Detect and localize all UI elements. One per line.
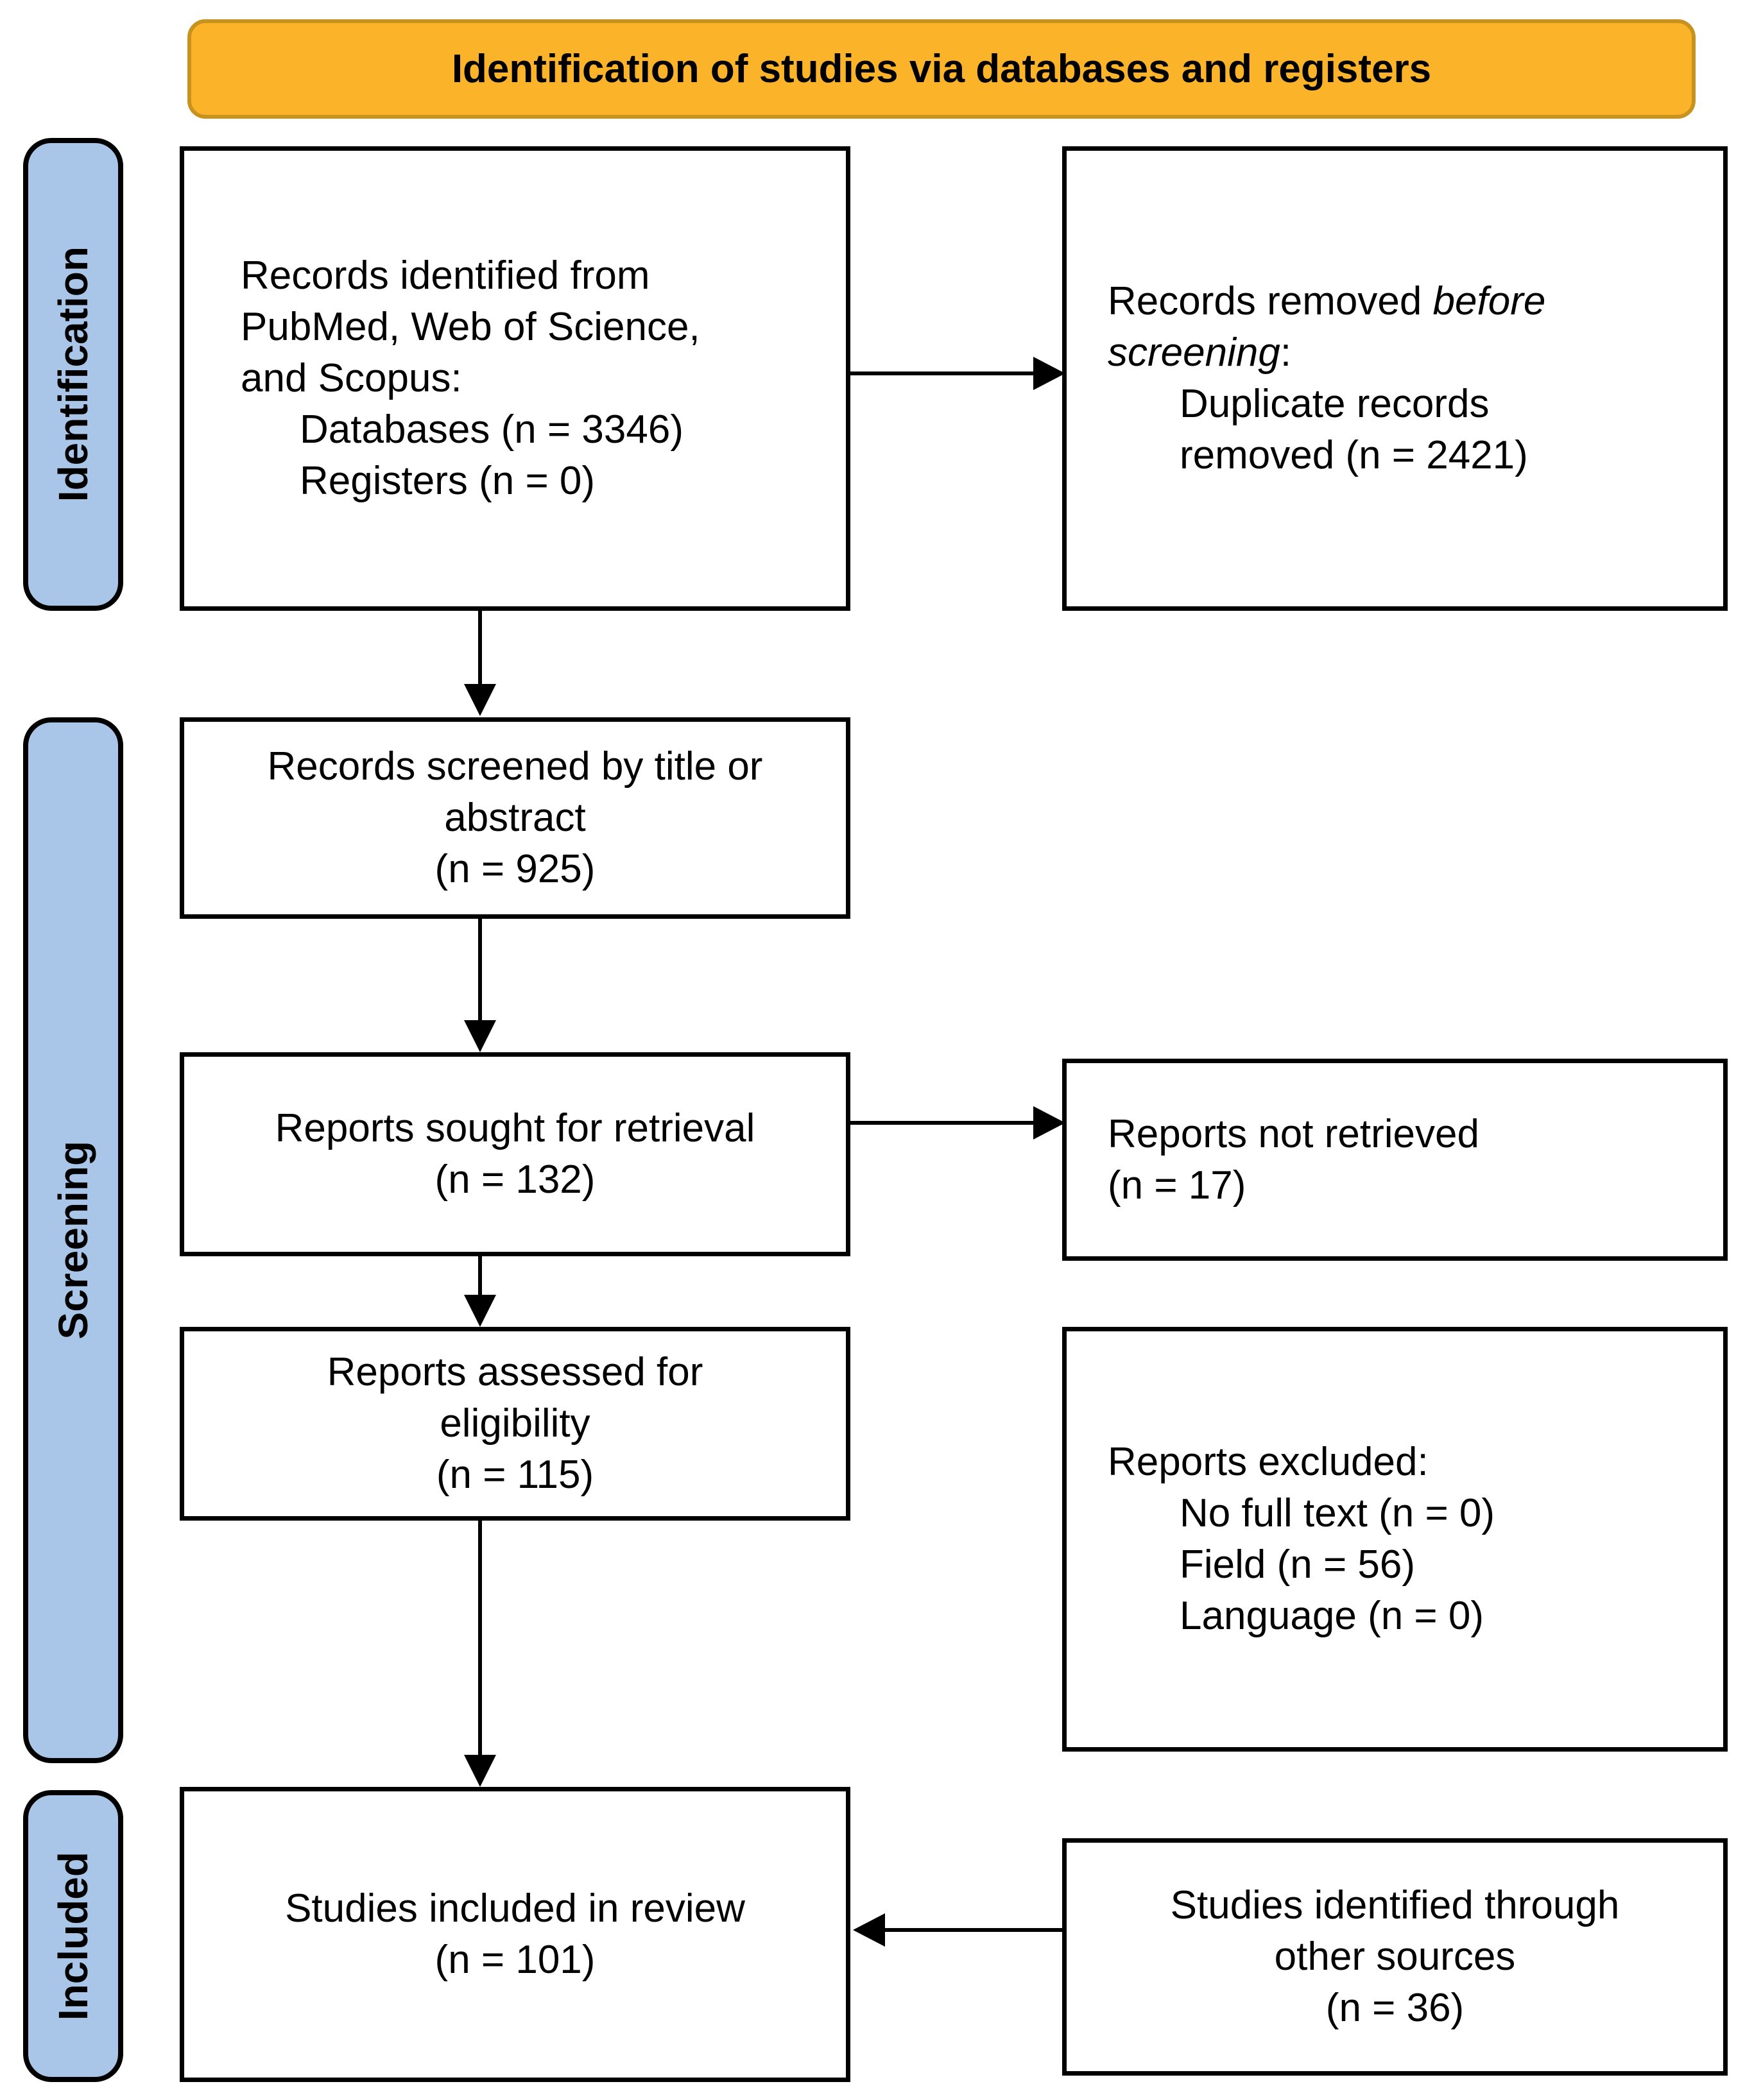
- box-text-line: and Scopus:: [241, 356, 462, 400]
- box-text-line: Reports not retrieved: [1108, 1111, 1479, 1156]
- box-text-line: Duplicate records: [1180, 382, 1490, 426]
- box-text-line: eligibility: [440, 1401, 590, 1446]
- box-text-segment: Records removed: [1108, 279, 1433, 323]
- arrow-head-down-icon: [464, 1295, 496, 1327]
- box-text-line: Field (n = 56): [1180, 1542, 1416, 1587]
- box-text-line: Records removed before: [1108, 276, 1708, 327]
- box-records-screened: Records screened by title or abstract (n…: [180, 717, 850, 919]
- stage-label-screening: Screening: [23, 717, 123, 1763]
- box-text-line: (n = 17): [1108, 1163, 1246, 1208]
- box-text-line: (n = 101): [434, 1938, 596, 1982]
- arrow-head-right-icon: [1033, 1106, 1065, 1140]
- arrow-head-left-icon: [853, 1913, 885, 1947]
- arrow-line: [850, 371, 1033, 375]
- box-text-line: Reports sought for retrieval: [275, 1106, 755, 1150]
- arrow-head-down-icon: [464, 684, 496, 716]
- stage-label-included: Included: [23, 1790, 123, 2082]
- arrow-line: [478, 1521, 482, 1756]
- box-records-removed: Records removed before screening: Duplic…: [1062, 146, 1728, 611]
- box-text-line: (n = 132): [434, 1157, 596, 1202]
- title-banner: Identification of studies via databases …: [187, 19, 1696, 119]
- box-text-line: (n = 115): [436, 1453, 594, 1497]
- arrow-line: [478, 919, 482, 1021]
- arrow-head-down-icon: [464, 1755, 496, 1787]
- box-text-italic-segment: screening: [1108, 330, 1280, 375]
- stage-label-screening-text: Screening: [50, 1141, 96, 1340]
- title-banner-label: Identification of studies via databases …: [451, 47, 1432, 91]
- box-text-line: Records identified from: [241, 253, 650, 298]
- arrow-line: [478, 1256, 482, 1296]
- stage-label-identification-text: Identification: [50, 246, 96, 502]
- box-reports-excluded: Reports excluded: No full text (n = 0) F…: [1062, 1327, 1728, 1752]
- stage-label-included-text: Included: [50, 1851, 96, 2021]
- box-reports-assessed: Reports assessed for eligibility (n = 11…: [180, 1327, 850, 1521]
- box-text-line: Reports excluded:: [1108, 1440, 1429, 1484]
- box-text-italic-segment: before: [1432, 279, 1546, 323]
- box-reports-sought: Reports sought for retrieval (n = 132): [180, 1052, 850, 1256]
- box-text-line: (n = 925): [434, 847, 596, 891]
- box-text-line: PubMed, Web of Science,: [241, 305, 700, 349]
- stage-label-identification: Identification: [23, 138, 123, 611]
- box-text-line: Records screened by title or: [267, 744, 763, 789]
- box-text-line: other sources: [1274, 1934, 1516, 1979]
- box-text-line: screening:: [1108, 327, 1708, 379]
- arrow-line: [884, 1928, 1062, 1932]
- arrow-head-right-icon: [1033, 357, 1065, 390]
- box-text-line: Reports assessed for: [327, 1350, 703, 1394]
- box-records-identified: Records identified from PubMed, Web of S…: [180, 146, 850, 611]
- arrow-head-down-icon: [464, 1020, 496, 1052]
- box-studies-included: Studies included in review (n = 101): [180, 1787, 850, 2082]
- box-reports-not-retrieved: Reports not retrieved (n = 17): [1062, 1059, 1728, 1261]
- box-studies-other-sources: Studies identified through other sources…: [1062, 1838, 1728, 2076]
- box-text-line: Studies included in review: [285, 1886, 745, 1931]
- box-text-line: No full text (n = 0): [1180, 1491, 1495, 1535]
- box-text-line: abstract: [444, 796, 586, 840]
- box-text-segment: :: [1280, 330, 1292, 375]
- box-text-line: Studies identified through: [1170, 1883, 1620, 1927]
- box-text-line: (n = 36): [1325, 1986, 1465, 2030]
- box-text-line: Registers (n = 0): [300, 459, 596, 503]
- box-text-line: removed (n = 2421): [1180, 433, 1528, 477]
- arrow-line: [478, 611, 482, 685]
- box-text-line: Databases (n = 3346): [300, 407, 683, 452]
- box-text-line: Language (n = 0): [1180, 1594, 1484, 1638]
- arrow-line: [850, 1121, 1033, 1125]
